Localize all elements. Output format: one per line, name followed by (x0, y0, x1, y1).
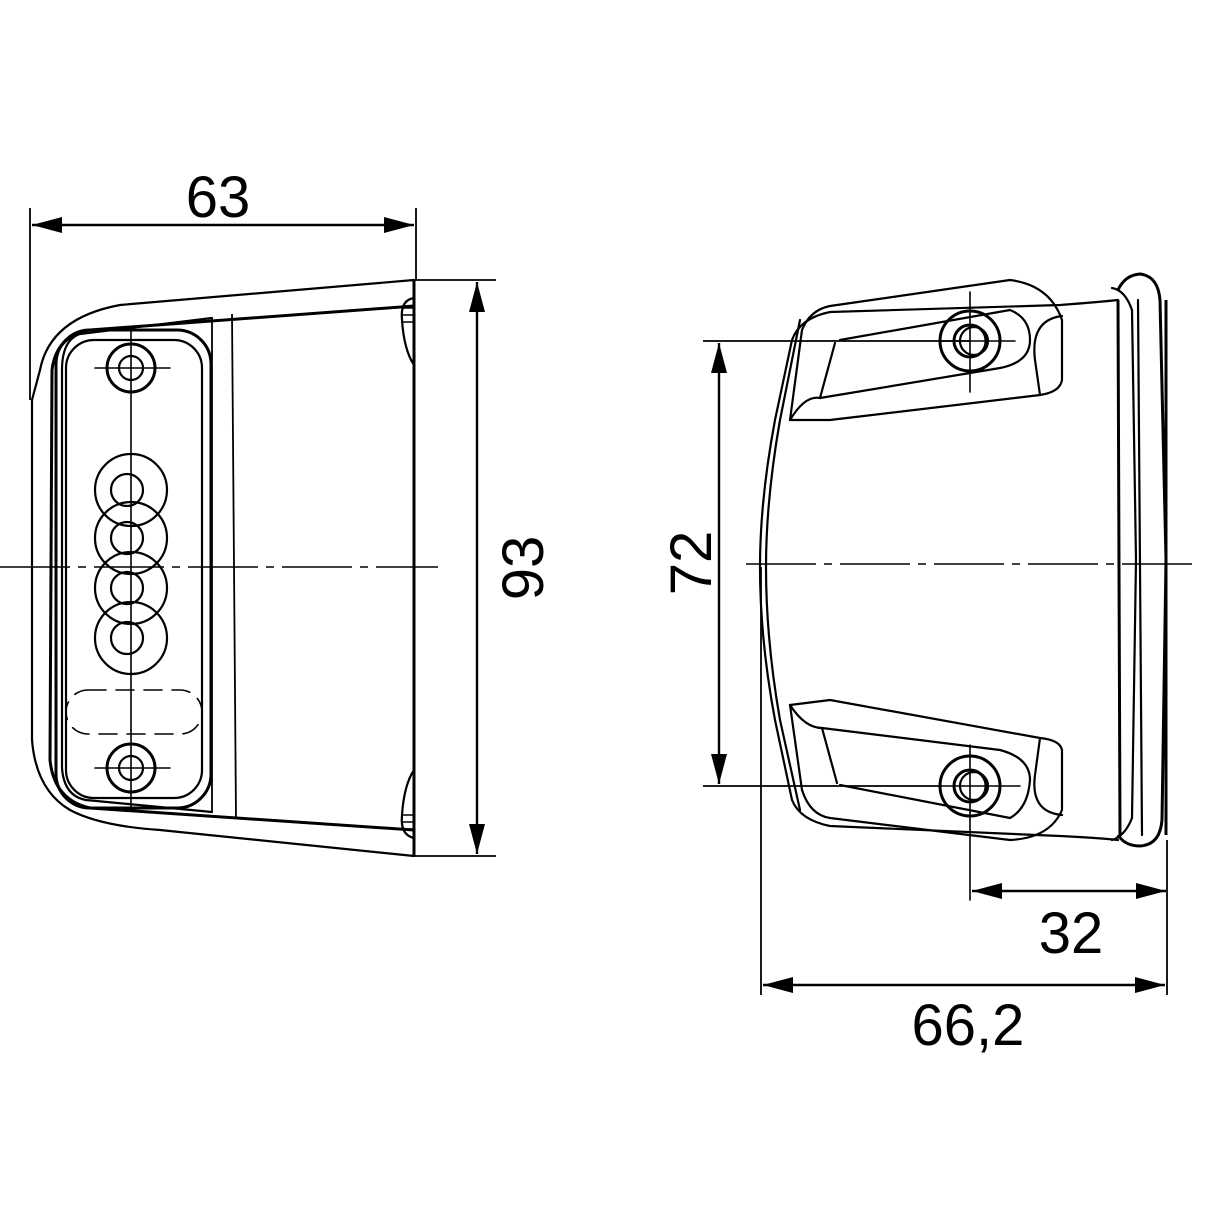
front-view (0, 278, 438, 858)
lens-frame (54, 328, 213, 810)
side-housing-outline (758, 298, 1120, 842)
side-view (746, 272, 1200, 901)
dimension-32: 32 (972, 840, 1168, 995)
mount-boss-bottom (788, 698, 1064, 842)
lens-window (64, 338, 204, 800)
mount-tab-bottom (400, 768, 416, 840)
dimension-93: 93 (414, 279, 556, 857)
dimension-66-2: 66,2 (760, 567, 1165, 1058)
front-housing-outline (30, 278, 416, 858)
dim-72-label: 72 (659, 531, 724, 596)
dim-66-2-label: 66,2 (912, 993, 1025, 1058)
led-icons (93, 452, 169, 676)
dim-93-label: 93 (491, 536, 556, 601)
lens-slot (65, 689, 203, 735)
mount-hole-bottom-icon (938, 744, 1021, 901)
mount-boss-top (788, 278, 1064, 422)
front-bezel-inner (60, 316, 214, 814)
dimension-72: 72 (659, 340, 970, 787)
housing-edge (231, 313, 237, 819)
dimension-63: 63 (29, 165, 417, 400)
dim-63-label: 63 (186, 165, 251, 230)
screw-bottom-icon (94, 729, 171, 809)
dim-32-label: 32 (1039, 901, 1104, 966)
mount-tab-top (400, 296, 416, 367)
screw-top-icon (94, 329, 171, 403)
